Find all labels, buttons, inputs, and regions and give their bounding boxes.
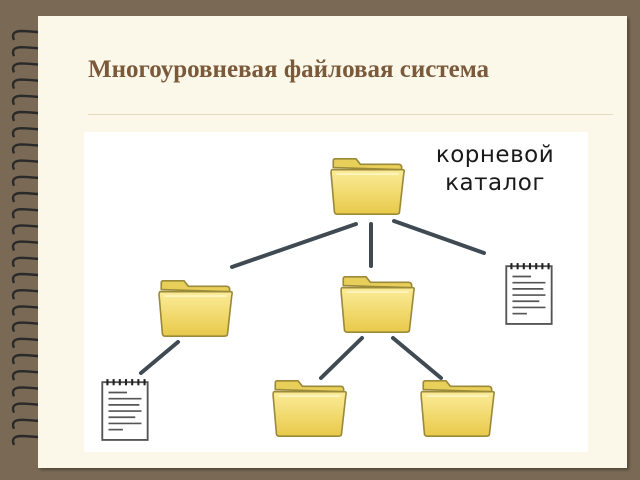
bottom-folder-2-icon[interactable] bbox=[420, 380, 496, 438]
root-folder-icon[interactable] bbox=[330, 158, 406, 216]
root-label-line1: корневой bbox=[435, 142, 555, 168]
title-divider bbox=[88, 114, 613, 115]
right-document-icon[interactable] bbox=[505, 262, 553, 325]
connector-center-bottom1 bbox=[319, 336, 364, 380]
connector-root-right bbox=[392, 219, 486, 255]
slide-page: Многоуровневая файловая система bbox=[38, 16, 627, 468]
center-folder-icon[interactable] bbox=[340, 276, 416, 334]
root-label-line2: каталог bbox=[445, 170, 545, 196]
diagram-panel: корневой каталог bbox=[84, 132, 588, 452]
left-leaf-document-icon[interactable] bbox=[101, 378, 149, 441]
slide-title: Многоуровневая файловая система bbox=[88, 56, 490, 83]
connector-root-left bbox=[230, 222, 358, 269]
connector-left-document bbox=[139, 340, 180, 375]
left-folder-icon[interactable] bbox=[158, 280, 234, 338]
bottom-folder-1-icon[interactable] bbox=[272, 380, 348, 438]
connector-center-bottom2 bbox=[391, 336, 443, 380]
file-tree-diagram bbox=[101, 158, 553, 441]
